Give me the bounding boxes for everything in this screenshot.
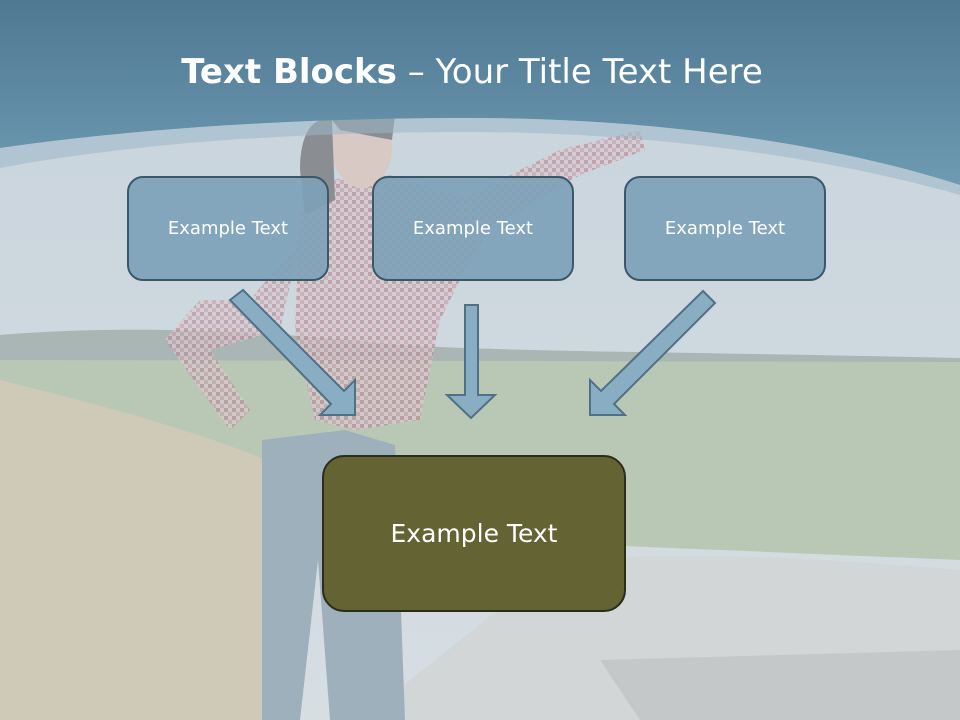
text-block-center[interactable]: Example Text bbox=[372, 176, 574, 281]
text-block-left[interactable]: Example Text bbox=[127, 176, 329, 281]
page-title: Text Blocks – Your Title Text Here bbox=[0, 52, 944, 92]
title-bold-part: Text Blocks bbox=[181, 52, 397, 92]
title-rest-part: Your Title Text Here bbox=[435, 52, 763, 92]
title-separator: – bbox=[396, 52, 436, 92]
text-block-right[interactable]: Example Text bbox=[624, 176, 826, 281]
text-block-bottom[interactable]: Example Text bbox=[322, 455, 626, 612]
